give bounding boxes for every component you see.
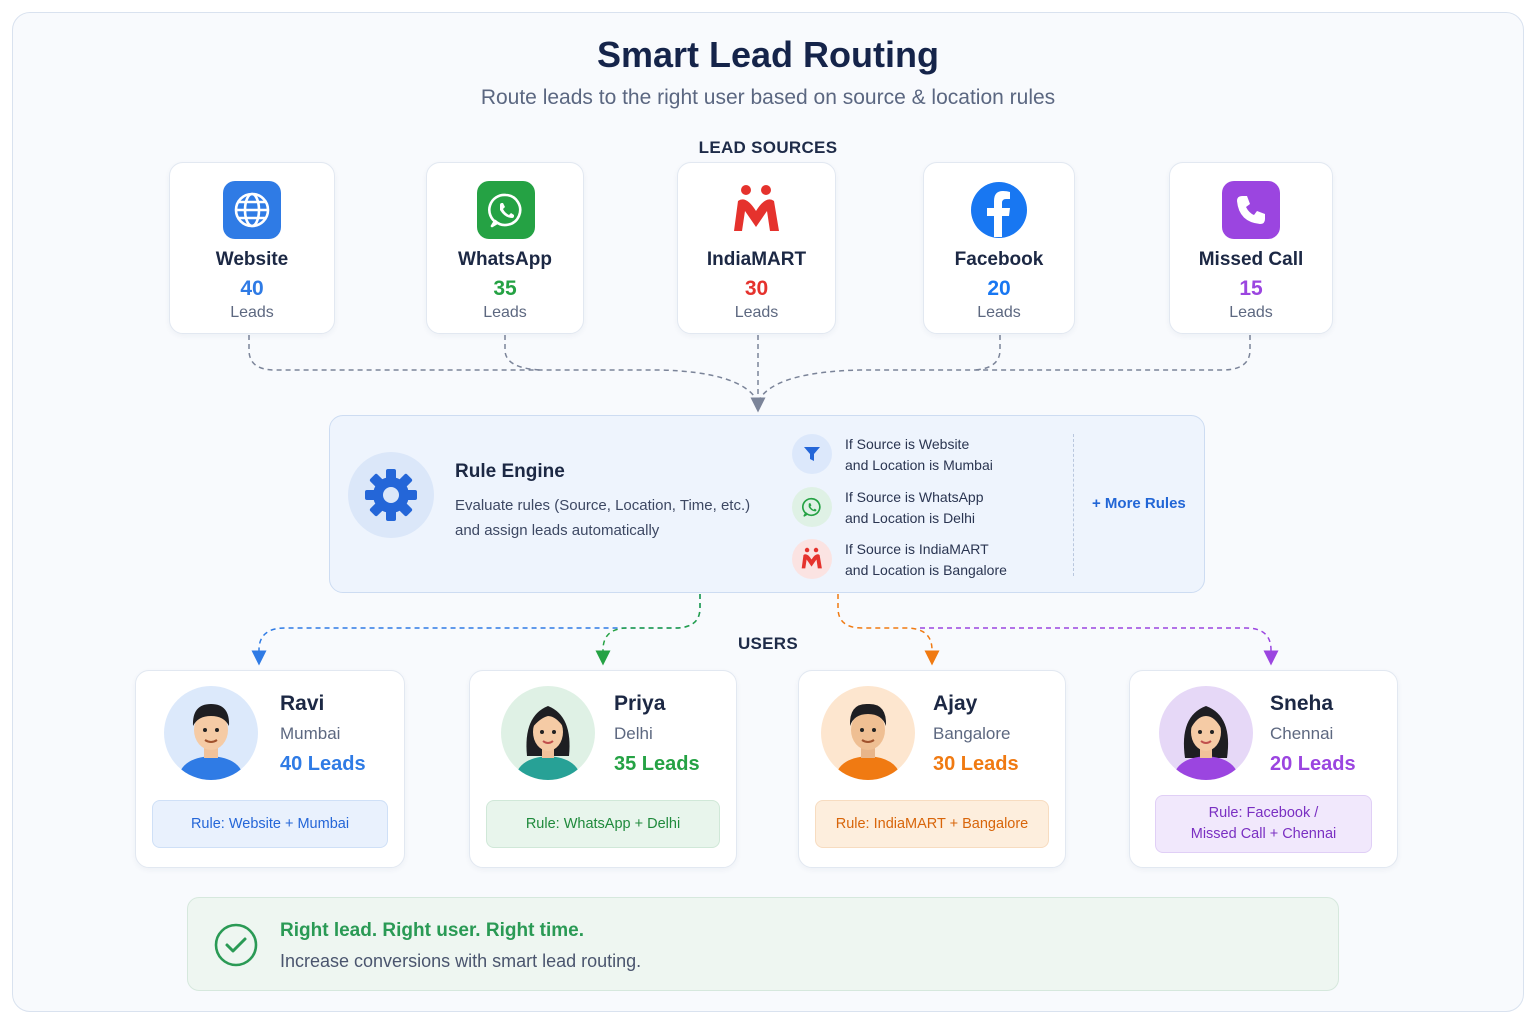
rule-text: If Source is Website and Location is Mum… xyxy=(845,436,993,473)
user-card-sneha[interactable]: Sneha Chennai 20 Leads Rule: Facebook / … xyxy=(1129,670,1398,868)
avatar xyxy=(164,686,258,780)
user-leads: 30 Leads xyxy=(933,753,1019,775)
indiamart-icon xyxy=(792,539,832,579)
divider xyxy=(1073,434,1074,576)
user-name: Sneha xyxy=(1270,692,1334,715)
rule-engine-panel: Rule Engine Evaluate rules (Source, Loca… xyxy=(329,415,1205,593)
source-name: WhatsApp xyxy=(458,249,552,270)
source-card-whatsapp[interactable]: WhatsApp 35 Leads xyxy=(426,162,584,334)
user-rule-badge: Rule: Facebook / Missed Call + Chennai xyxy=(1155,795,1372,853)
rule-engine-description: Evaluate rules (Source, Location, Time, … xyxy=(455,497,751,539)
more-rules-link[interactable]: + More Rules xyxy=(1092,495,1186,512)
source-unit: Leads xyxy=(483,304,527,321)
lead-sources-label: LEAD SOURCES xyxy=(698,138,838,157)
rule-engine-title: Rule Engine xyxy=(455,461,565,482)
source-unit: Leads xyxy=(230,304,274,321)
source-unit: Leads xyxy=(977,304,1021,321)
source-card-facebook[interactable]: Facebook 20 Leads xyxy=(923,162,1075,334)
source-count: 15 xyxy=(1239,277,1263,300)
user-city: Chennai xyxy=(1270,724,1334,743)
source-card-website[interactable]: Website 40 Leads xyxy=(169,162,335,334)
indiamart-icon xyxy=(728,181,786,239)
user-name: Ravi xyxy=(280,692,325,715)
user-rule-badge: Rule: Website + Mumbai xyxy=(152,800,388,848)
check-circle-icon xyxy=(214,923,258,967)
source-card-indiamart[interactable]: IndiaMART 30 Leads xyxy=(677,162,836,334)
users-label: USERS xyxy=(737,634,799,653)
source-unit: Leads xyxy=(1229,304,1273,321)
avatar xyxy=(1159,686,1253,780)
whatsapp-icon xyxy=(792,487,832,527)
source-count: 35 xyxy=(493,277,517,300)
globe-icon xyxy=(223,181,281,239)
avatar xyxy=(501,686,595,780)
phone-icon xyxy=(1222,181,1280,239)
source-name: Facebook xyxy=(954,249,1044,270)
page-subtitle: Route leads to the right user based on s… xyxy=(480,86,1056,109)
banner-title: Right lead. Right user. Right time. xyxy=(280,920,585,941)
avatar xyxy=(821,686,915,780)
gear-icon xyxy=(348,452,434,538)
source-count: 30 xyxy=(744,277,769,300)
facebook-icon xyxy=(970,181,1028,239)
user-city: Delhi xyxy=(614,724,653,743)
user-card-priya[interactable]: Priya Delhi 35 Leads Rule: WhatsApp + De… xyxy=(469,670,737,868)
page-title: Smart Lead Routing xyxy=(596,34,940,75)
source-count: 40 xyxy=(240,277,264,300)
source-name: IndiaMART xyxy=(706,249,807,270)
source-unit: Leads xyxy=(734,304,779,321)
filter-icon xyxy=(792,434,832,474)
rule-text: If Source is IndiaMART and Location is B… xyxy=(845,541,1007,578)
user-rule-badge: Rule: WhatsApp + Delhi xyxy=(486,800,720,848)
user-leads: 40 Leads xyxy=(280,753,366,775)
source-card-missed-call[interactable]: Missed Call 15 Leads xyxy=(1169,162,1333,334)
user-city: Mumbai xyxy=(280,724,341,743)
user-name: Priya xyxy=(614,692,666,715)
user-card-ravi[interactable]: Ravi Mumbai 40 Leads Rule: Website + Mum… xyxy=(135,670,405,868)
source-count: 20 xyxy=(987,277,1011,300)
source-name: Missed Call xyxy=(1198,249,1304,270)
rule-text: If Source is WhatsApp and Location is De… xyxy=(845,489,984,526)
user-name: Ajay xyxy=(933,692,978,715)
user-card-ajay[interactable]: Ajay Bangalore 30 Leads Rule: IndiaMART … xyxy=(798,670,1066,868)
user-leads: 35 Leads xyxy=(614,753,700,775)
user-leads: 20 Leads xyxy=(1270,753,1356,775)
summary-banner: Right lead. Right user. Right time. Incr… xyxy=(187,897,1339,991)
user-rule-badge: Rule: IndiaMART + Bangalore xyxy=(815,800,1049,848)
whatsapp-icon xyxy=(477,181,535,239)
banner-subtitle: Increase conversions with smart lead rou… xyxy=(280,951,642,971)
user-city: Bangalore xyxy=(933,724,1011,743)
source-name: Website xyxy=(215,249,289,270)
